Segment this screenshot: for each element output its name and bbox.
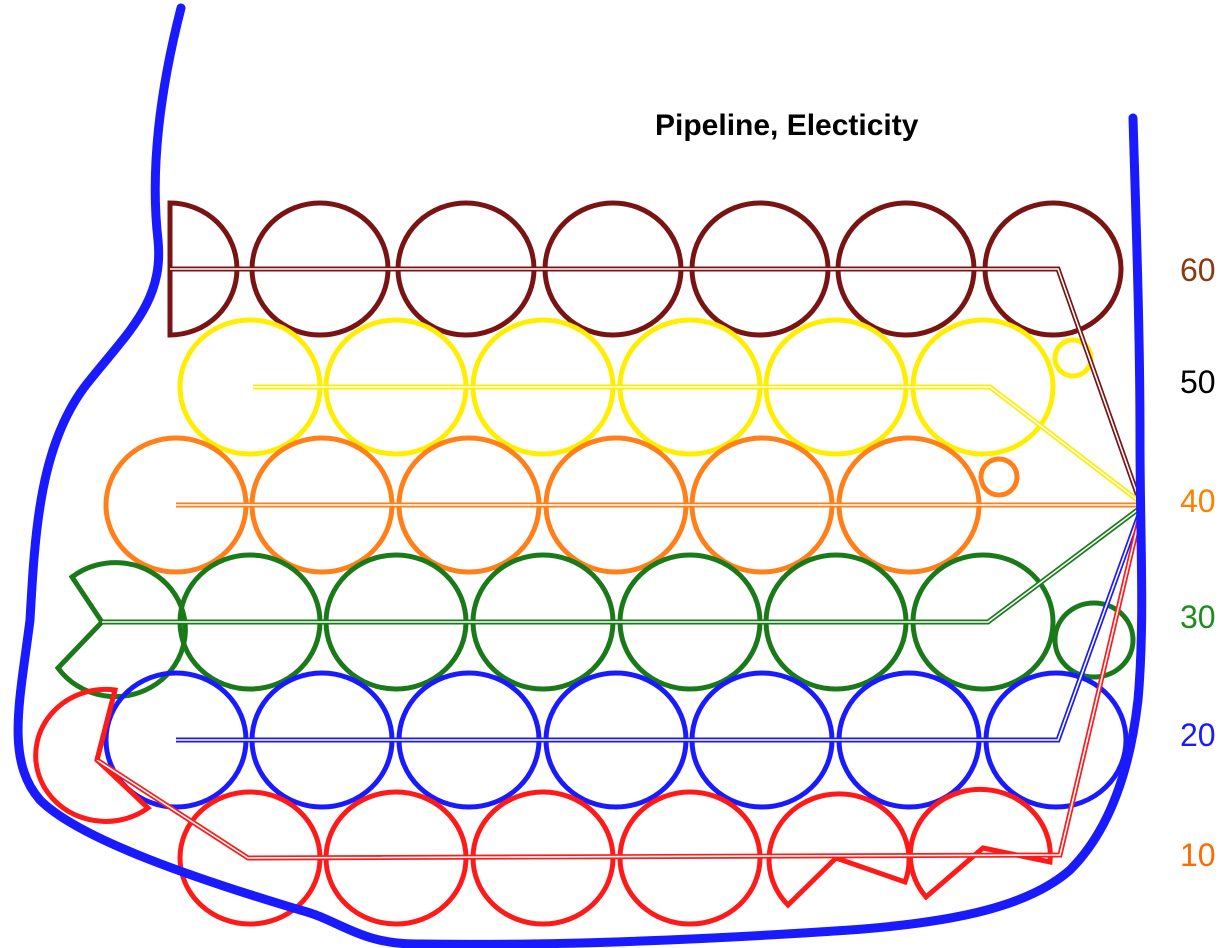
- row-60-half-circle: [167, 200, 240, 338]
- level-label-30: 30: [1180, 599, 1216, 635]
- row-10-notched-circle: [907, 786, 1053, 901]
- pipelines: [95, 266, 1143, 861]
- level-labels: 60 50 40 30 20 10: [1180, 252, 1216, 873]
- level-label-50: 50: [1180, 364, 1216, 400]
- pipe-50: [253, 384, 1142, 504]
- level-label-10: 10: [1180, 837, 1216, 873]
- level-label-60: 60: [1180, 252, 1216, 288]
- row-40-small-circle: [978, 456, 1020, 498]
- row-10-partial-circle: [33, 686, 152, 824]
- row-10-notched-circle: [766, 791, 912, 909]
- pipe-60: [170, 266, 1143, 503]
- row-30-small-circle: [1052, 600, 1136, 680]
- pipe-30: [102, 506, 1142, 625]
- row-30-pacman-circle: [54, 560, 188, 700]
- row-10-connector: [94, 689, 118, 761]
- row-10-circles: [33, 686, 1053, 927]
- pipe-10: [95, 515, 1143, 861]
- diagram-title: Pipeline, Electicity: [655, 109, 919, 142]
- level-label-40: 40: [1180, 483, 1216, 519]
- site-boundary: [13, 3, 1147, 948]
- level-label-20: 20: [1180, 717, 1216, 753]
- pipe-20: [176, 511, 1143, 743]
